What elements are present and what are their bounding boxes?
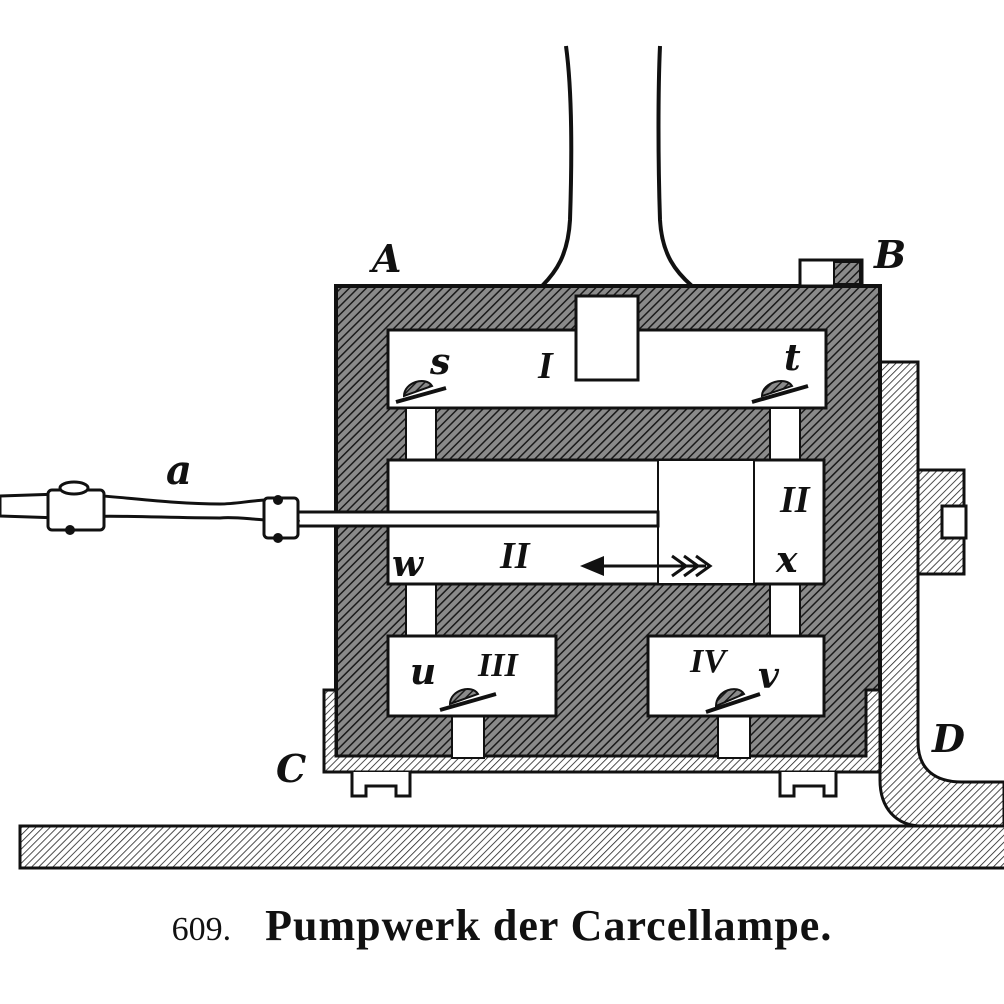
label-u: u [410, 651, 436, 693]
port-t [769, 407, 801, 461]
label-chamber-2-right: II [779, 479, 811, 521]
valve-t [751, 380, 809, 404]
piston-rod [286, 510, 660, 528]
label-s: s [429, 341, 450, 383]
port-s [405, 407, 437, 461]
foot-right [778, 772, 838, 798]
label-chamber-1: I [537, 345, 554, 387]
label-lever-a: a [166, 447, 192, 494]
bolt-left-bottom [65, 525, 75, 535]
lever-a [0, 492, 301, 522]
chamber-1-inlet [574, 294, 640, 382]
label-b: B [873, 232, 906, 277]
bracket-d [878, 360, 1004, 828]
base-tray [322, 688, 882, 774]
port-u [451, 715, 485, 759]
valve-s [395, 380, 447, 404]
label-a-upper: A [369, 236, 401, 281]
label-w: w [392, 543, 425, 585]
label-d: D [931, 716, 965, 761]
screw-b-head [833, 261, 861, 285]
lever-joint-left [46, 488, 106, 532]
figure-caption: 609. Pumpwerk der Carcellampe. [0, 900, 1004, 970]
bracket-lug-notch [940, 504, 968, 540]
figure-number: 609. [171, 911, 232, 948]
valve-u [439, 688, 497, 712]
label-c: C [276, 746, 306, 791]
bolt-right-top [273, 495, 283, 505]
foot-left [350, 772, 412, 798]
direction-arrow [580, 554, 713, 578]
figure-title: Pumpwerk der Carcellampe. [265, 901, 833, 950]
label-t: t [784, 337, 801, 379]
label-v: v [758, 655, 780, 697]
label-chamber-4: IV [689, 643, 728, 680]
base-plate [18, 824, 1004, 870]
port-x [769, 583, 801, 637]
label-chamber-2-left: II [499, 535, 531, 577]
valve-v [705, 688, 761, 714]
label-x: x [775, 539, 798, 581]
port-w [405, 583, 437, 637]
bolt-left [58, 480, 90, 496]
port-v [717, 715, 751, 759]
bolt-right-bottom [273, 533, 283, 543]
supply-tube [540, 45, 694, 288]
label-chamber-3: III [477, 647, 519, 684]
